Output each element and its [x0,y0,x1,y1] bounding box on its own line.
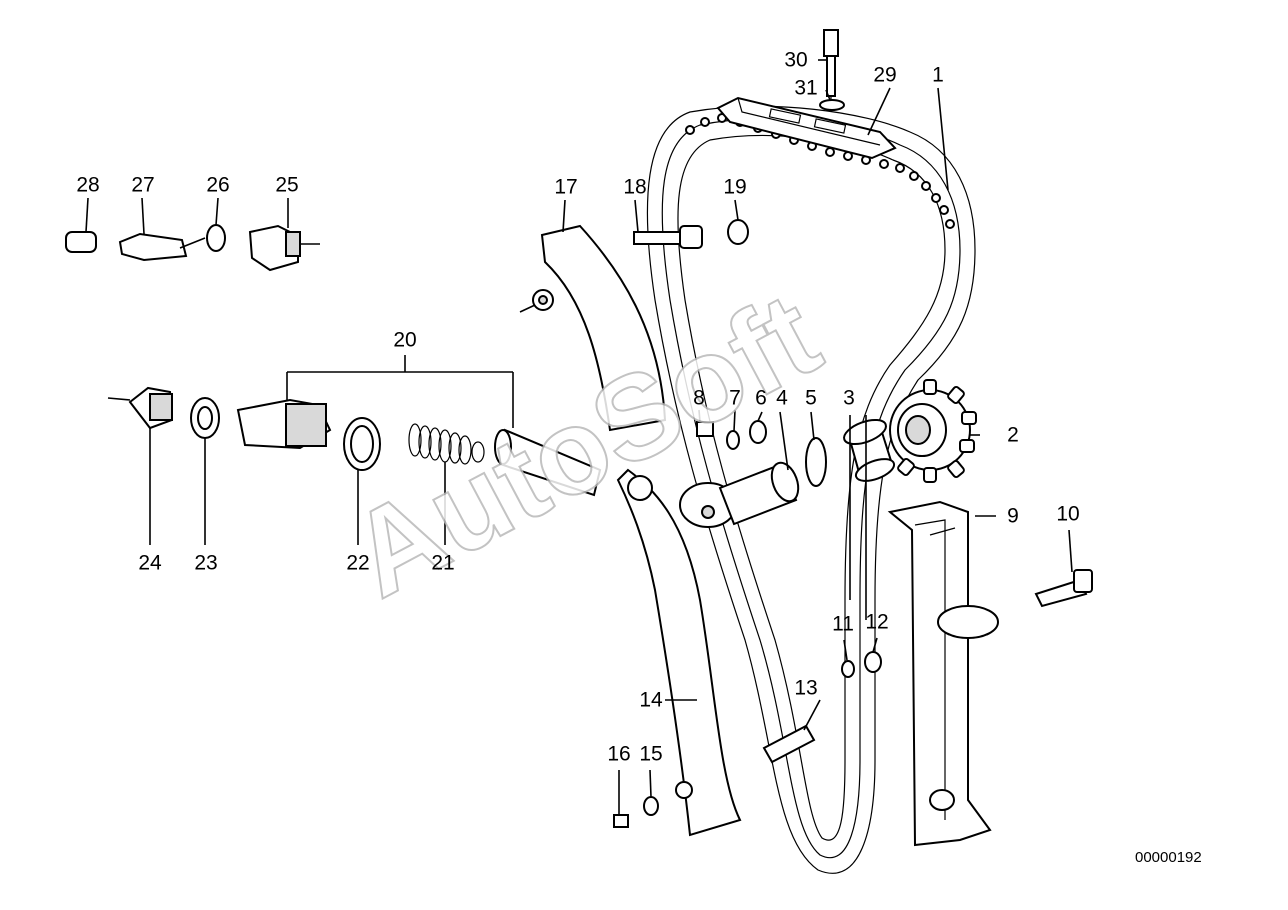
part-label-6: 6 [755,387,767,410]
part-label-31: 31 [794,77,817,100]
tensioner-assembly [128,386,602,497]
part-label-17: 17 [554,176,577,199]
guide-rail-9 [887,500,999,847]
washer-19 [727,219,749,245]
tensioner-rail-14 [616,468,742,837]
bushing-3 [843,418,896,482]
nut-16 [613,814,629,828]
washer-12 [864,651,882,673]
part-label-15: 15 [639,743,662,766]
leader-lines [85,59,1073,815]
washer-7 [726,430,740,450]
part-label-10: 10 [1056,503,1079,526]
drawing-code: 00000192 [1135,849,1202,866]
part-label-21: 21 [431,552,454,575]
part-label-16: 16 [607,743,630,766]
part-label-9: 9 [1007,505,1019,528]
part-label-25: 25 [275,174,298,197]
part-label-20: 20 [393,329,416,352]
part-label-14: 14 [639,689,663,712]
part-label-24: 24 [138,552,162,575]
part-label-28: 28 [76,174,99,197]
part-label-13: 13 [794,677,817,700]
part-label-11: 11 [832,613,854,636]
upper-guide-rail [716,96,897,160]
bolt-10 [1034,569,1093,608]
part-label-26: 26 [206,174,229,197]
part-label-22: 22 [346,552,369,575]
crankshaft-sprocket [889,379,977,483]
part-label-29: 29 [873,64,896,87]
nut-8 [696,421,714,437]
pressure-valve-parts [65,224,301,272]
part-label-7: 7 [729,387,741,410]
part-label-27: 27 [131,174,154,197]
part-label-23: 23 [194,552,217,575]
part-label-18: 18 [623,176,646,199]
part-label-8: 8 [693,387,705,410]
washer-15 [643,796,659,816]
part-label-2: 2 [1007,424,1019,447]
pin-13 [762,724,816,764]
part-label-1: 1 [932,64,944,87]
part-label-30: 30 [784,49,807,72]
pin-4 [718,461,800,526]
washer-31 [819,99,845,111]
part-label-19: 19 [723,176,746,199]
part-number-labels: 1 2 3 4 5 6 7 8 9 10 11 12 13 14 15 16 1… [76,49,1079,766]
bolt-30 [823,29,839,112]
washer-11 [841,660,855,678]
tensioner-guide-17 [532,224,667,432]
pin-18 [633,225,703,249]
part-label-3: 3 [843,387,855,410]
part-label-5: 5 [805,387,817,410]
part-label-12: 12 [865,611,888,634]
part-label-4: 4 [776,387,788,410]
ring-5 [805,437,827,487]
